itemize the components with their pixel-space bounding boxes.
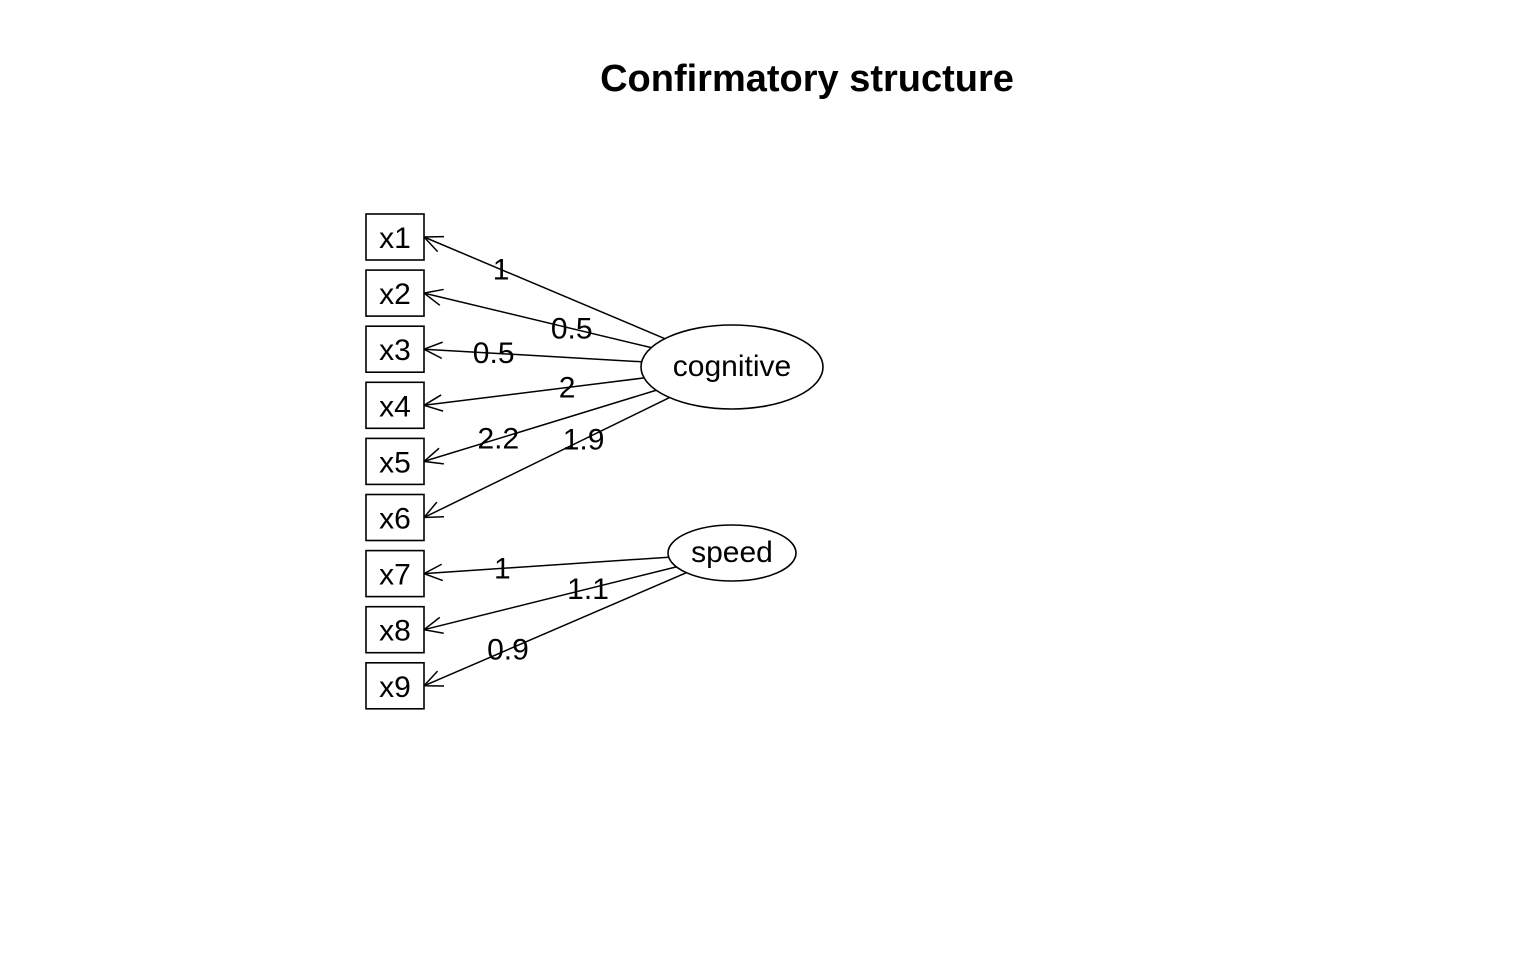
diagram-title: Confirmatory structure — [600, 58, 1014, 100]
observed-label: x4 — [379, 390, 411, 423]
loading-label: 0.9 — [487, 634, 529, 667]
latent-node-speed: speed — [667, 524, 797, 582]
loading-label: 1 — [494, 552, 511, 585]
observed-box — [365, 381, 425, 430]
loading-label: 2 — [559, 372, 576, 405]
observed-box — [365, 661, 425, 710]
observed-box — [365, 213, 425, 261]
observed-label: x2 — [379, 278, 411, 311]
observed-node-x2: x2 — [365, 269, 425, 317]
observed-label: x1 — [379, 222, 411, 255]
observed-label: x6 — [379, 503, 411, 536]
edge-line — [423, 292, 652, 349]
loading-label: 2.2 — [477, 423, 519, 456]
observed-box — [365, 325, 425, 374]
loading-label: 0.5 — [473, 337, 515, 370]
loading-edge-cognitive-x4 — [422, 377, 645, 412]
edge-line — [423, 377, 645, 407]
edge-labels-layer: 1 0.5 0.5 2 2.2 1.9 1 1.1 0.9 — [473, 254, 609, 667]
observed-box — [365, 493, 425, 542]
loading-edge-speed-x7 — [422, 556, 669, 582]
edge-line — [423, 348, 642, 363]
latent-ellipse — [667, 524, 797, 582]
observed-box — [365, 269, 425, 317]
loading-edge-cognitive-x3 — [422, 341, 642, 363]
observed-node-x6: x6 — [365, 493, 425, 542]
nodes-layer: x1 x2 x3 x4 x5 x6 x7 x8 x9 cognitive speed — [365, 213, 824, 710]
latent-label: cognitive — [673, 350, 791, 383]
observed-node-x9: x9 — [365, 661, 425, 710]
loading-edge-cognitive-x1 — [422, 235, 666, 340]
loading-edge-speed-x9 — [422, 571, 687, 687]
observed-node-x4: x4 — [365, 381, 425, 430]
edge-line — [423, 556, 669, 575]
observed-node-x3: x3 — [365, 325, 425, 374]
loading-edge-cognitive-x6 — [422, 396, 670, 519]
loading-edge-speed-x8 — [422, 566, 677, 634]
observed-label: x7 — [379, 559, 411, 592]
observed-box — [365, 549, 425, 598]
observed-node-x1: x1 — [365, 213, 425, 261]
loading-label: 1.1 — [567, 573, 609, 606]
observed-node-x7: x7 — [365, 549, 425, 598]
observed-box — [365, 437, 425, 486]
latent-ellipse — [640, 324, 824, 410]
observed-node-x8: x8 — [365, 605, 425, 654]
loading-label: 0.5 — [551, 313, 593, 346]
edge-line — [423, 566, 677, 631]
latent-node-cognitive: cognitive — [640, 324, 824, 410]
edge-line — [423, 236, 666, 340]
edge-line — [423, 571, 687, 687]
loading-label: 1.9 — [563, 424, 605, 457]
observed-label: x3 — [379, 334, 411, 367]
observed-label: x5 — [379, 446, 411, 479]
latent-label: speed — [691, 536, 773, 569]
observed-node-x5: x5 — [365, 437, 425, 486]
loading-label: 1 — [493, 254, 510, 287]
edge-line — [423, 389, 657, 463]
edge-line — [423, 396, 670, 519]
observed-box — [365, 605, 425, 654]
observed-label: x8 — [379, 615, 411, 648]
edges-layer — [422, 235, 687, 687]
observed-label: x9 — [379, 671, 411, 704]
